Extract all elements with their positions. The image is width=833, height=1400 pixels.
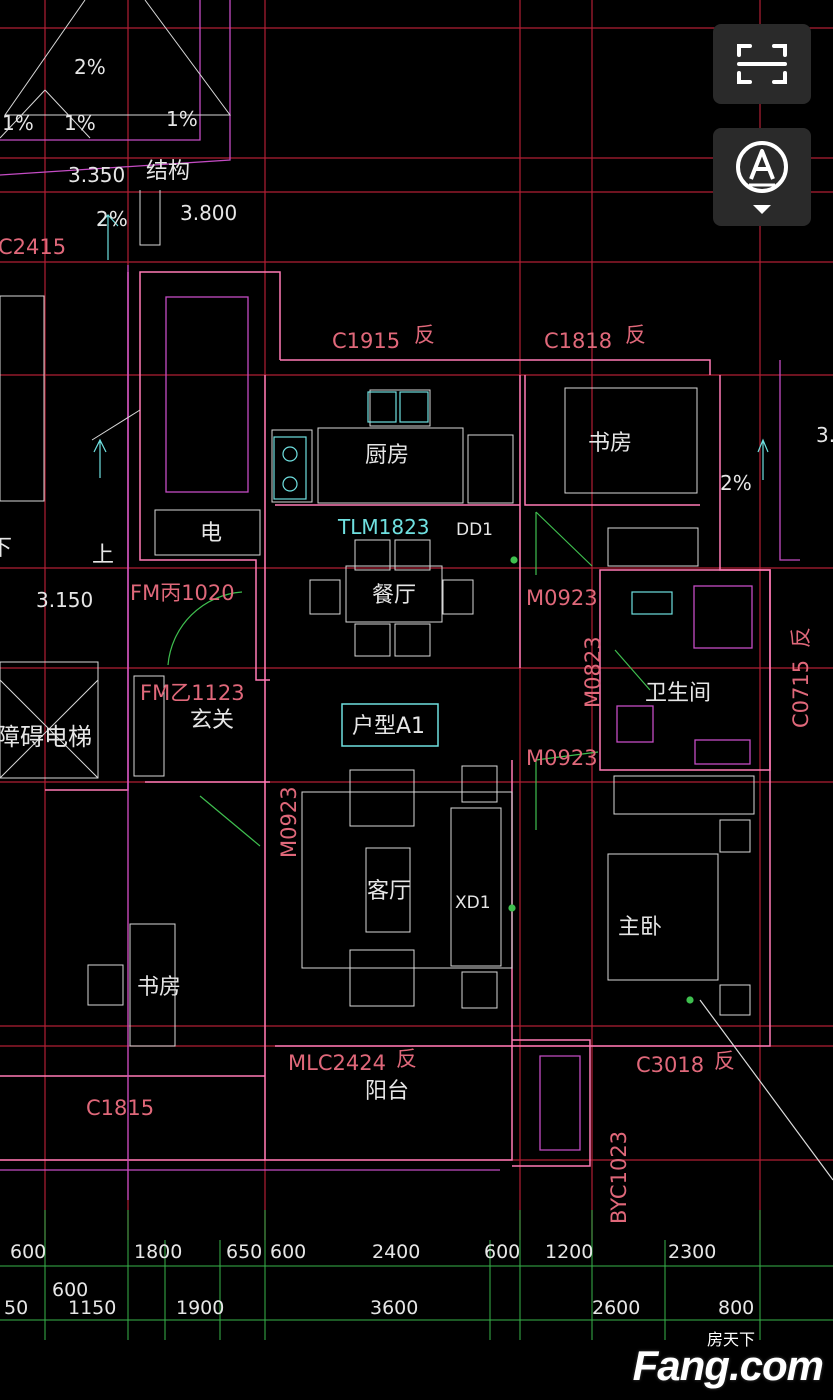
slope-3: 2% [720, 471, 752, 495]
room-kitchen: 厨房 [365, 443, 409, 468]
dim-r1-3: 600 [270, 1241, 306, 1263]
dim-r1-6: 1200 [545, 1241, 593, 1263]
walls [0, 271, 771, 1167]
slope-1: 2% [74, 55, 106, 79]
triangle-down-icon[interactable] [751, 203, 773, 215]
room-balcony: 阳台 [365, 1079, 409, 1104]
stair-down: 下 [0, 536, 12, 561]
tag-m0823: M0823 [581, 636, 605, 708]
tag-fm-yi: FM乙1123 [140, 681, 245, 705]
tag-fan-2: 反 [625, 323, 646, 347]
slope-4: 1% [2, 111, 34, 135]
room-study-bottom: 书房 [137, 975, 181, 1000]
room-living: 客厅 [367, 879, 411, 904]
room-master: 主卧 [618, 915, 662, 940]
dimension-lines [0, 1210, 833, 1340]
label-structure: 结构 [146, 159, 190, 184]
tag-fan-1: 反 [414, 323, 435, 347]
furniture [0, 0, 755, 1047]
room-electric: 电 [200, 521, 222, 546]
dim-extra: 600 [52, 1279, 88, 1301]
cyan-fixtures [273, 391, 673, 615]
dim-r1-4: 2400 [372, 1241, 420, 1263]
circle-a-icon [736, 141, 788, 193]
annotate-button[interactable] [713, 128, 811, 226]
tag-tlm1823: TLM1823 [337, 515, 430, 539]
dim-r2-5: 800 [718, 1297, 754, 1319]
dim-r1-2: 650 [226, 1241, 262, 1263]
tag-c0715: C0715 [789, 660, 813, 728]
dim-r2-0: 50 [4, 1297, 28, 1319]
door-swings [93, 214, 833, 1181]
magenta-lines [0, 0, 800, 1200]
room-foyer: 玄关 [190, 708, 234, 733]
room-dining: 餐厅 [372, 583, 416, 608]
tag-dd1: DD1 [456, 520, 493, 540]
tag-c3018: C3018 [636, 1053, 704, 1077]
scan-button[interactable] [713, 24, 811, 104]
elevation-3: 3.150 [36, 588, 93, 612]
tag-fm-bing: FM丙1020 [130, 581, 235, 605]
tag-c1915: C1915 [332, 329, 400, 353]
dim-r2-2: 1900 [176, 1297, 224, 1319]
tag-c2415: C2415 [0, 235, 66, 259]
tag-byc1023: BYC1023 [607, 1131, 631, 1224]
tag-m0923-3: M0923 [277, 786, 301, 858]
room-bathroom: 卫生间 [645, 681, 711, 706]
dim-r1-5: 600 [484, 1241, 520, 1263]
tag-fan-3: 反 [396, 1047, 417, 1071]
tag-mlc2424: MLC2424 [288, 1051, 386, 1075]
dim-r1-1: 1800 [134, 1241, 182, 1263]
slope-2: 2% [96, 207, 128, 231]
dim-r2-4: 2600 [592, 1297, 640, 1319]
elevation-4: 3. [816, 423, 833, 447]
room-study-top: 书房 [588, 431, 632, 456]
tag-c1818: C1818 [544, 329, 612, 353]
tag-m0923-2: M0923 [526, 746, 598, 770]
tag-c1815: C1815 [86, 1096, 154, 1120]
slope-5: 1% [64, 111, 96, 135]
dim-r1-7: 2300 [668, 1241, 716, 1263]
watermark-cn: 房天下 [706, 1330, 755, 1349]
watermark-logo: Fang.com [632, 1342, 824, 1389]
dim-r2-1: 1150 [68, 1297, 116, 1319]
elevation-2: 3.800 [180, 201, 237, 225]
tag-fan-5: 反 [789, 627, 813, 648]
dim-r1-0: 600 [10, 1241, 46, 1263]
unit-label-box [341, 703, 439, 747]
slope-6: 1% [166, 107, 198, 131]
tag-xd1: XD1 [455, 893, 491, 913]
elevation-1: 3.350 [68, 163, 125, 187]
dim-r2-3: 3600 [370, 1297, 418, 1319]
scan-frame-icon [737, 44, 787, 84]
tag-fan-4: 反 [714, 1049, 735, 1073]
stair-up: 上 [92, 543, 114, 568]
room-elevator: 障碍电梯 [0, 723, 92, 751]
unit-label: 户型A1 [352, 714, 425, 739]
tag-m0923-1: M0923 [526, 586, 598, 610]
